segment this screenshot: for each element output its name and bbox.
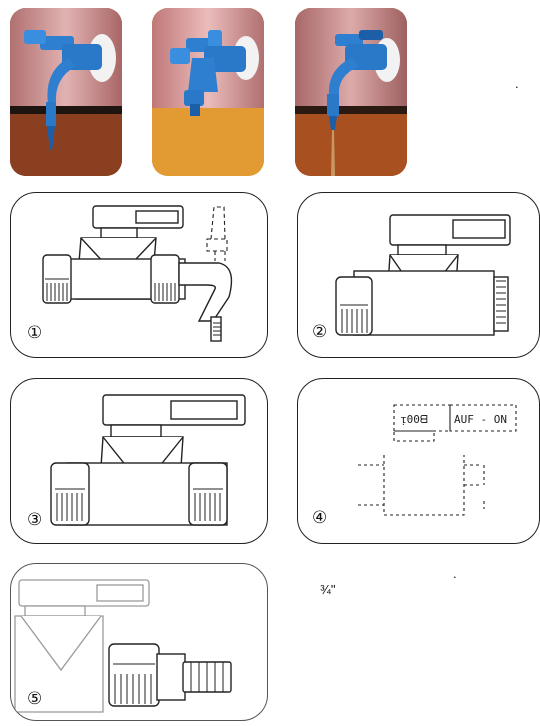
note-fraction: ¾" — [320, 582, 336, 597]
diagram-number-3: ③ — [27, 510, 43, 530]
diagram-4-label-right: AUF - ON — [454, 413, 507, 426]
note-dot-mid: . — [453, 566, 457, 581]
diagram-5-hose-barb — [14, 579, 232, 713]
photo-tap-open — [295, 8, 407, 176]
diagram-panel-5: ⑤ — [10, 563, 268, 721]
note-dot-top: . — [515, 76, 519, 91]
diagram-3-straight-valve — [50, 394, 246, 526]
diagram-number-5: ⑤ — [27, 689, 43, 709]
diagram-4-dashed-valve: ᴉ00ᗺ AUF - ON — [358, 404, 517, 516]
diagram-number-4: ④ — [312, 508, 328, 528]
photo-tap-half-open — [152, 8, 264, 176]
diagram-4-label-left: ᴉ00ᗺ — [400, 413, 428, 426]
diagram-panel-2: ② — [297, 192, 540, 358]
diagram-2-thread-valve — [335, 214, 511, 336]
diagram-panel-3: ③ — [10, 378, 268, 544]
diagram-number-1: ① — [27, 323, 43, 343]
diagram-1-tap-nozzle — [42, 205, 233, 342]
photo-tap-closed — [10, 8, 122, 176]
diagram-number-2: ② — [312, 322, 328, 342]
diagram-panel-1: ① — [10, 192, 268, 358]
diagram-panel-4: ᴉ00ᗺ AUF - ON ④ — [297, 378, 540, 544]
